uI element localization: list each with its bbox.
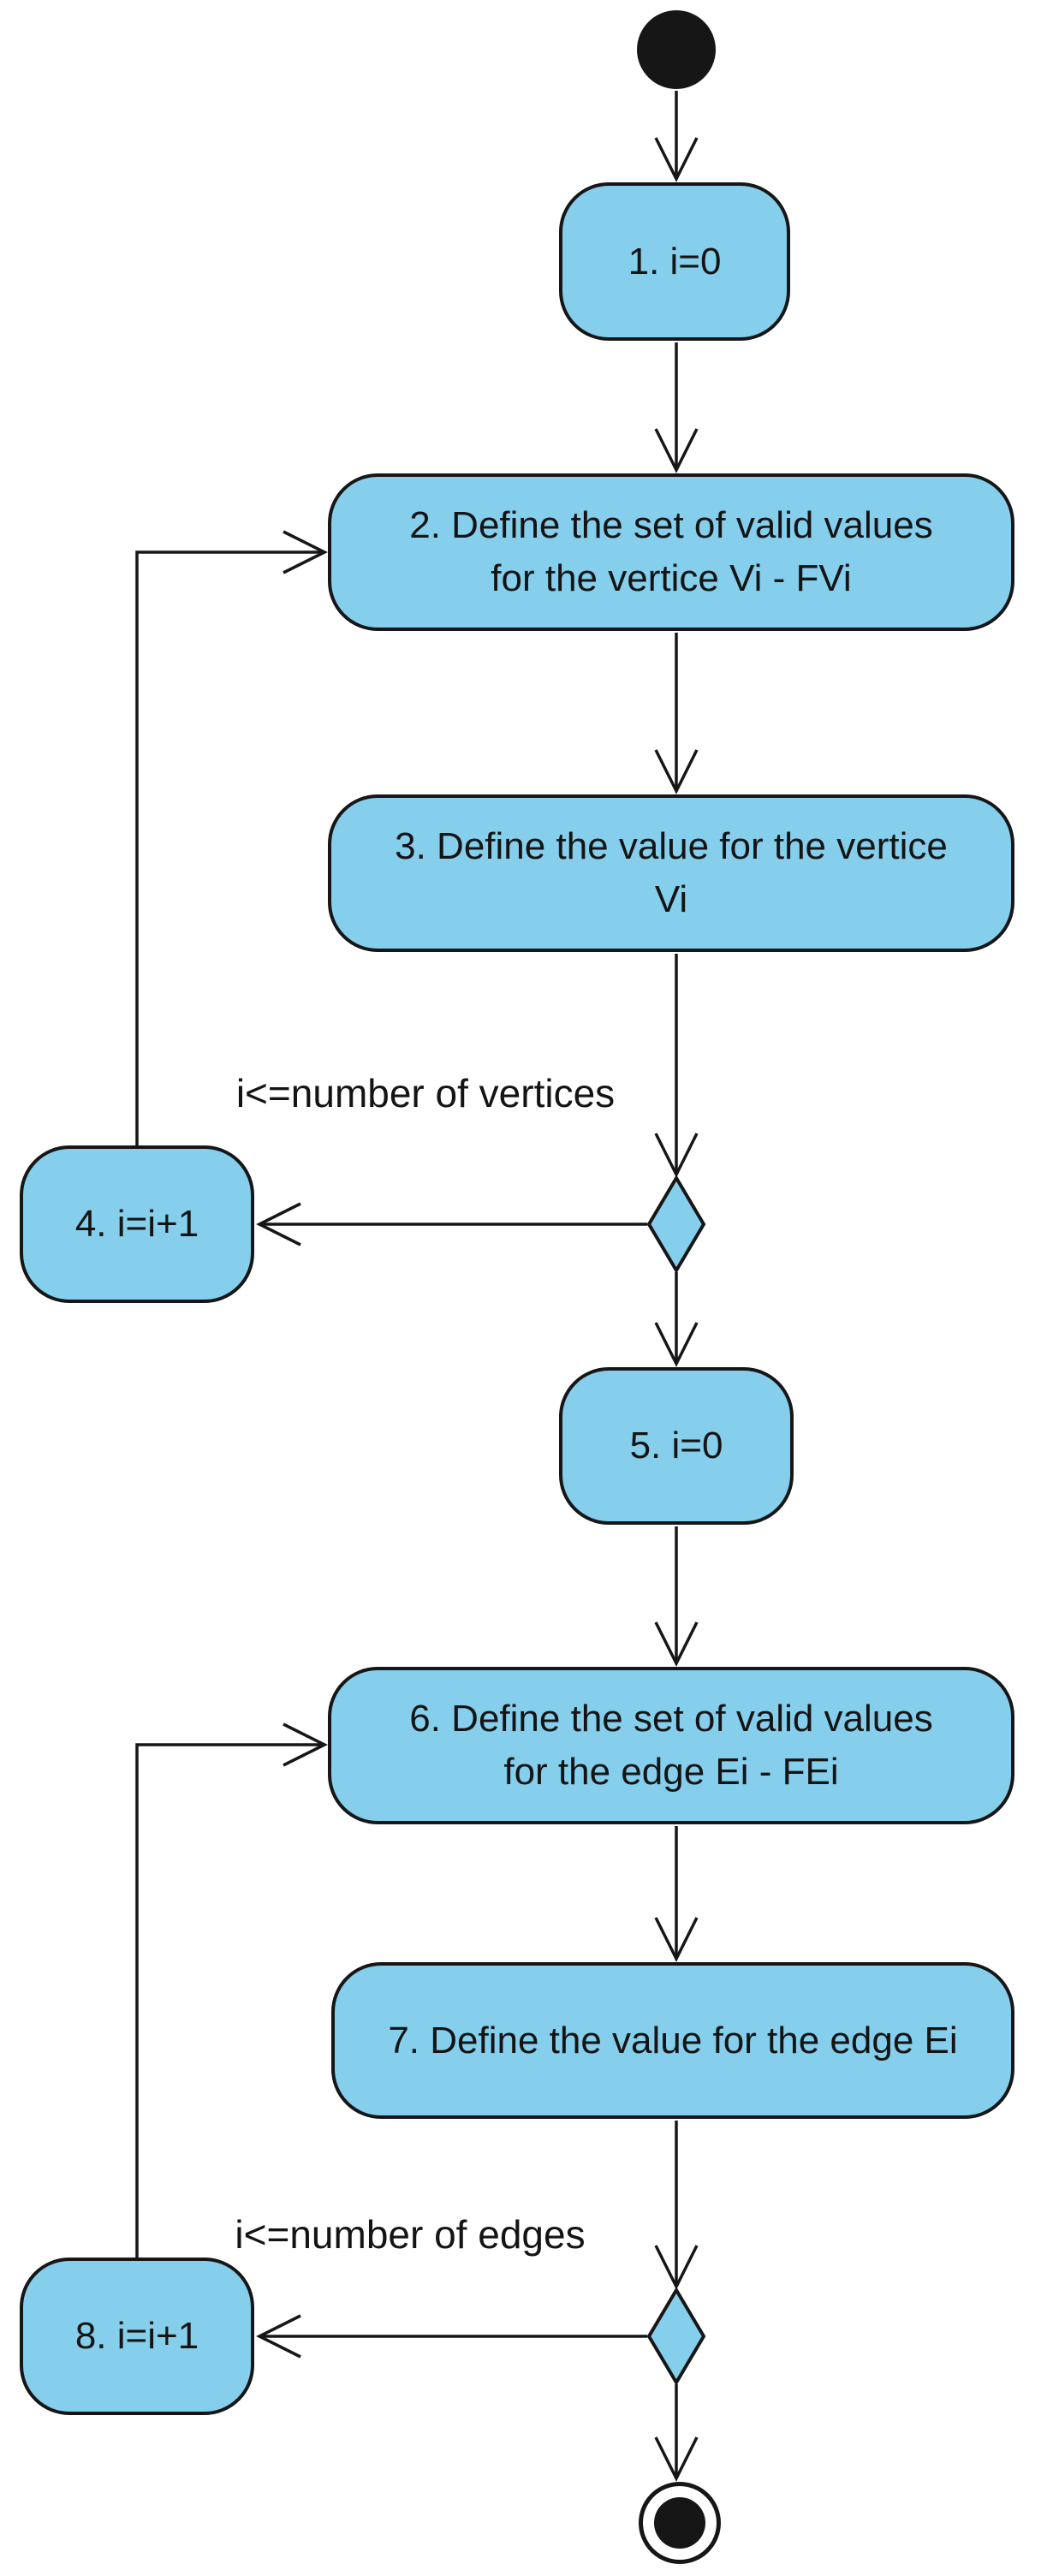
action-label: 2. Define the set of valid values [409,504,933,546]
action-label: for the vertice Vi - FVi [491,557,852,599]
action-node-1: 1. i=0 [559,182,790,341]
guard-label-edges: i<=number of edges [235,2212,586,2257]
action-node-3: 3. Define the value for the vertice Vi [328,794,1014,952]
action-label: 1. i=0 [628,240,722,283]
action-label: 8. i=i+1 [74,2315,199,2357]
action-label: 7. Define the value for the edge Ei [388,2019,958,2061]
arrow-action4-loop-to-action2 [135,530,328,1145]
decision-edges-diamond [646,2287,706,2386]
arrow-action8-loop-to-action6 [135,1722,328,2258]
action-node-2: 2. Define the set of valid values for th… [328,473,1014,631]
action-node-5: 5. i=0 [559,1367,794,1525]
final-node-icon [639,2482,721,2564]
guard-label-vertices: i<=number of vertices [235,1071,616,1115]
action-node-7: 7. Define the value for the edge Ei [331,1962,1014,2119]
action-label: Vi [654,878,688,920]
action-label: for the edge Ei - FEi [503,1751,839,1793]
action-node-4: 4. i=i+1 [20,1145,254,1303]
action-label: 3. Define the value for the vertice [395,825,948,867]
action-node-8: 8. i=i+1 [20,2258,254,2415]
action-label: 6. Define the set of valid values [409,1698,933,1740]
action-label: 5. i=0 [629,1425,723,1466]
action-label: 4. i=i+1 [74,1203,199,1245]
action-node-6: 6. Define the set of valid values for th… [328,1667,1014,1824]
decision-vertices-diamond [646,1175,706,1274]
initial-node-icon [637,10,716,89]
final-node-inner-dot [654,2497,705,2549]
